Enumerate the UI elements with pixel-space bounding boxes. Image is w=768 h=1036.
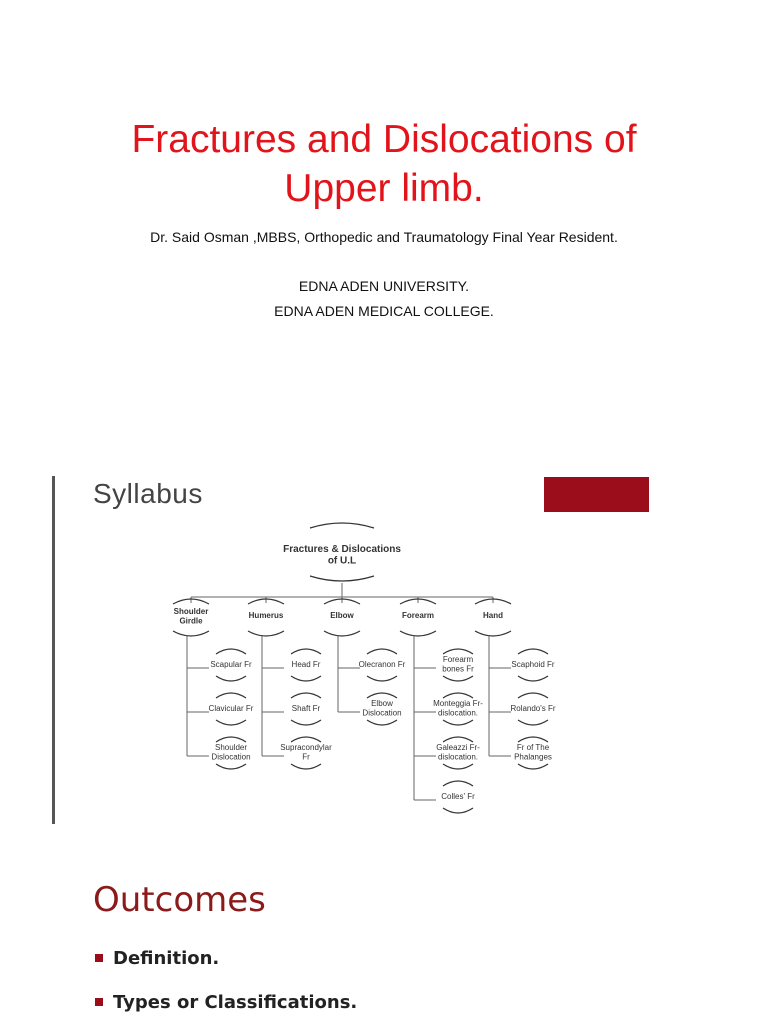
node-arc xyxy=(442,736,474,743)
node-arc xyxy=(517,763,549,770)
node-arc xyxy=(442,719,474,726)
syllabus-title: Syllabus xyxy=(93,478,203,509)
tree-item-label: dislocation. xyxy=(438,753,478,762)
tree-item-label: Dislocation xyxy=(211,753,250,762)
node-arc xyxy=(309,522,375,529)
node-arc xyxy=(442,648,474,655)
outcome-item: Definition. xyxy=(95,948,357,992)
node-arc xyxy=(442,692,474,699)
node-arc xyxy=(366,692,398,699)
tree-item-label: Fr xyxy=(302,753,310,762)
tree-branch-label: Hand xyxy=(483,611,503,620)
node-arc xyxy=(290,719,322,726)
bullet-square-icon xyxy=(95,998,103,1006)
tree-item-label: Monteggia Fr- xyxy=(433,699,483,708)
slide-edge xyxy=(52,476,55,824)
node-arc xyxy=(290,763,322,770)
tree-branch-label: Elbow xyxy=(330,611,354,620)
node-arc xyxy=(215,736,247,743)
bullet-square-icon xyxy=(95,954,103,962)
node-arc xyxy=(323,598,361,605)
node-arc xyxy=(215,692,247,699)
node-arc xyxy=(290,692,322,699)
node-arc xyxy=(215,763,247,770)
university-line: EDNA ADEN UNIVERSITY. xyxy=(298,278,470,294)
node-arc xyxy=(366,675,398,682)
node-arc xyxy=(247,598,285,605)
tree-item-label: Forearm xyxy=(443,655,474,664)
tree-root-label: Fractures & Dislocations xyxy=(283,544,401,555)
node-arc xyxy=(517,675,549,682)
tree-item-label: Head Fr xyxy=(292,660,321,669)
node-arc xyxy=(442,807,474,814)
tree-item-label: Clavicular Fr xyxy=(209,704,254,713)
tree-item-label: Scaphoid Fr xyxy=(511,660,554,669)
node-arc xyxy=(517,692,549,699)
node-arc xyxy=(323,630,361,637)
tree-item-label: Olecranon Fr xyxy=(359,660,406,669)
outcomes-list: Definition. Types or Classifications. xyxy=(95,948,357,1036)
node-arc xyxy=(517,736,549,743)
node-arc xyxy=(215,648,247,655)
syllabus-slide xyxy=(52,468,714,828)
node-arc xyxy=(172,630,210,637)
tree-item-label: dislocation. xyxy=(438,709,478,718)
outcomes-title: Outcomes xyxy=(93,880,266,920)
node-arc xyxy=(517,719,549,726)
node-arc xyxy=(366,719,398,726)
node-arc xyxy=(309,575,375,582)
title-line-2: Upper limb. xyxy=(284,167,484,210)
node-arc xyxy=(215,719,247,726)
tree-item-label: Phalanges xyxy=(514,753,552,762)
tree-branch-label: Humerus xyxy=(249,611,284,620)
node-arc xyxy=(474,630,512,637)
accent-box xyxy=(544,477,649,512)
tree-branch-label: Forearm xyxy=(402,611,434,620)
node-arc xyxy=(247,630,285,637)
tree-item-label: Supracondylar xyxy=(280,743,332,752)
tree-item-label: Colles' Fr xyxy=(441,792,475,801)
node-arc xyxy=(517,648,549,655)
node-arc xyxy=(399,598,437,605)
tree-item-label: Fr of The xyxy=(517,743,550,752)
node-arc xyxy=(442,675,474,682)
tree-item-label: bones Fr xyxy=(442,665,474,674)
tree-item-label: Dislocation xyxy=(362,709,401,718)
node-arc xyxy=(442,780,474,787)
tree-item-label: Galeazzi Fr- xyxy=(436,743,480,752)
node-arc xyxy=(399,630,437,637)
tree-item-label: Elbow xyxy=(371,699,393,708)
tree-item-label: Scapular Fr xyxy=(210,660,252,669)
college-line: EDNA ADEN MEDICAL COLLEGE. xyxy=(274,303,494,319)
tree-item-label: Shaft Fr xyxy=(292,704,321,713)
tree-branch-label: Shoulder xyxy=(174,607,209,616)
author-line: Dr. Said Osman ,MBBS, Orthopedic and Tra… xyxy=(150,229,618,245)
slide-title: Fractures and Dislocations of Upper limb… xyxy=(0,115,768,213)
title-line-1: Fractures and Dislocations of xyxy=(131,118,637,161)
node-arc xyxy=(474,598,512,605)
node-arc xyxy=(442,763,474,770)
outcome-item: Types or Classifications. xyxy=(95,992,357,1036)
node-arc xyxy=(290,736,322,743)
node-arc xyxy=(290,675,322,682)
node-arc xyxy=(172,598,210,605)
tree-root-label: of U.L xyxy=(328,556,356,567)
node-arc xyxy=(366,648,398,655)
tree-item-label: Shoulder xyxy=(215,743,247,752)
node-arc xyxy=(215,675,247,682)
tree-item-label: Rolando's Fr xyxy=(510,704,555,713)
node-arc xyxy=(290,648,322,655)
tree-branch-label: Girdle xyxy=(179,617,203,626)
